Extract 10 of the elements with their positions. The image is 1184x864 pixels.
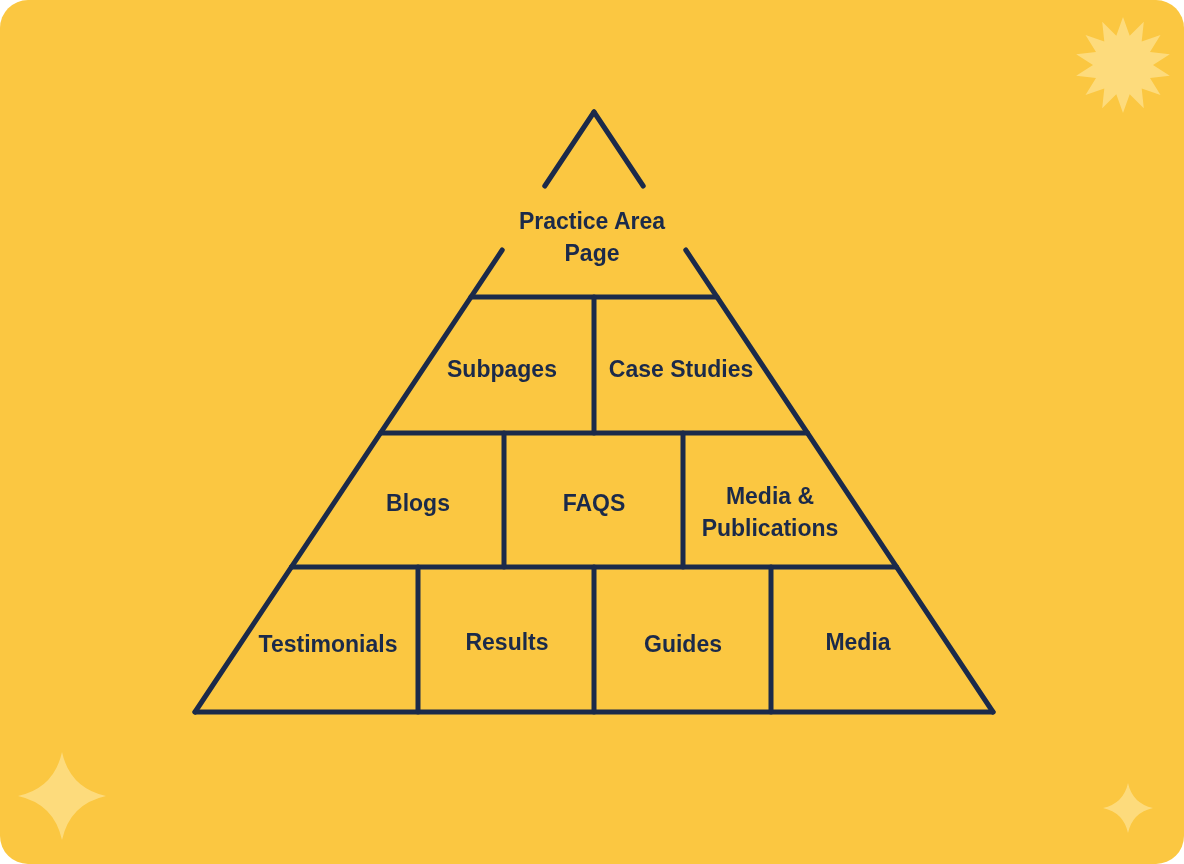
tier-label: Media & Publications: [685, 480, 855, 544]
tier-label: FAQS: [519, 487, 669, 519]
tier-label: Testimonials: [243, 628, 413, 660]
tier-label: Practice Area Page: [502, 205, 682, 269]
tier-label: Subpages: [422, 353, 582, 385]
tier-label: Media: [783, 626, 933, 658]
tier-label: Results: [432, 626, 582, 658]
tier-label: Guides: [608, 628, 758, 660]
tier-label: Blogs: [343, 487, 493, 519]
tier-label: Case Studies: [596, 353, 766, 385]
